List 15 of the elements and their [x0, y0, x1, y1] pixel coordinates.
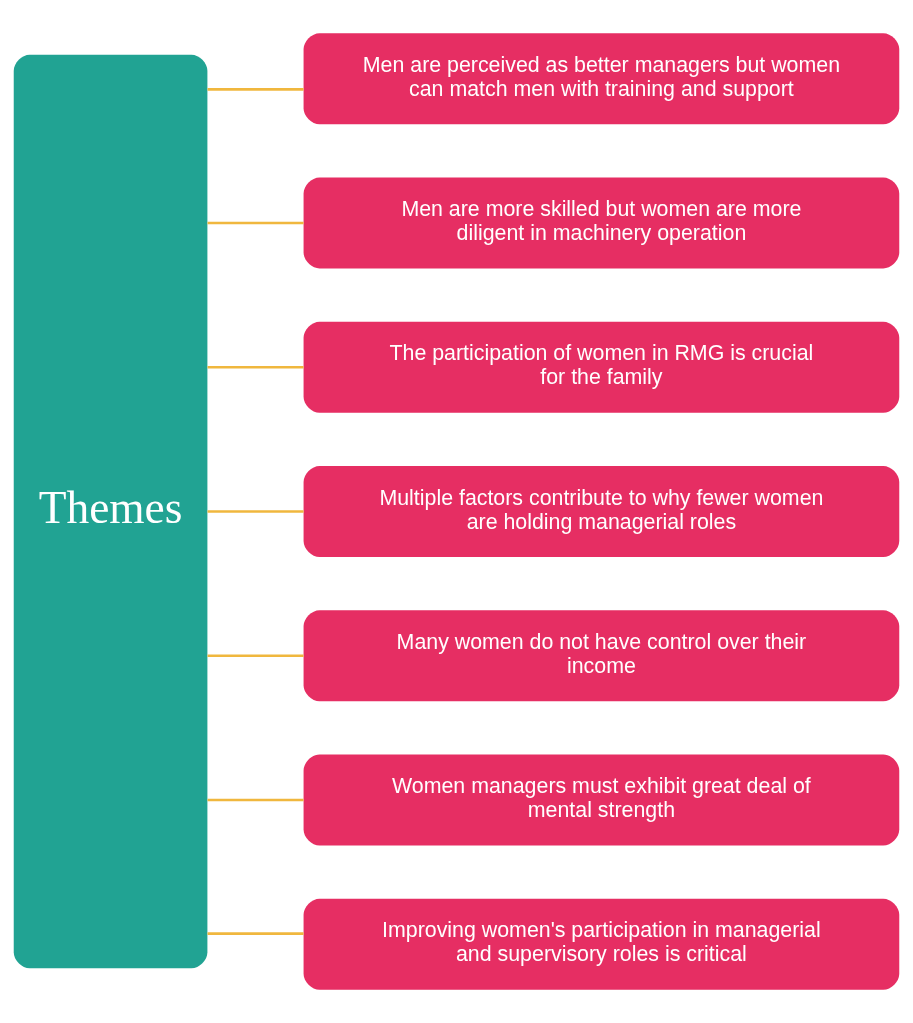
node-box: Women managers must exhibit great deal of mental strength: [303, 754, 900, 846]
connector: [207, 510, 304, 513]
node-box: Many women do not have control over their income: [303, 610, 900, 702]
node-box: Multiple factors contribute to why fewer women are holding managerial roles: [303, 466, 900, 557]
connector: [207, 798, 304, 802]
connector: [207, 365, 304, 369]
node-box: Themes: [13, 54, 208, 969]
connector: [207, 932, 304, 935]
node-box: The participation of women in RMG is crucial for the family: [303, 321, 900, 413]
connector: [207, 221, 304, 225]
node-box: Men are more skilled but women are more diligent in machinery operation: [303, 177, 900, 269]
node-box: Improving women's participation in managerial and supervisory roles is critical: [303, 898, 900, 990]
node-box: Men are perceived as better managers but women can match men with training and support: [303, 33, 900, 125]
connector: [207, 88, 304, 91]
connector: [207, 654, 304, 658]
